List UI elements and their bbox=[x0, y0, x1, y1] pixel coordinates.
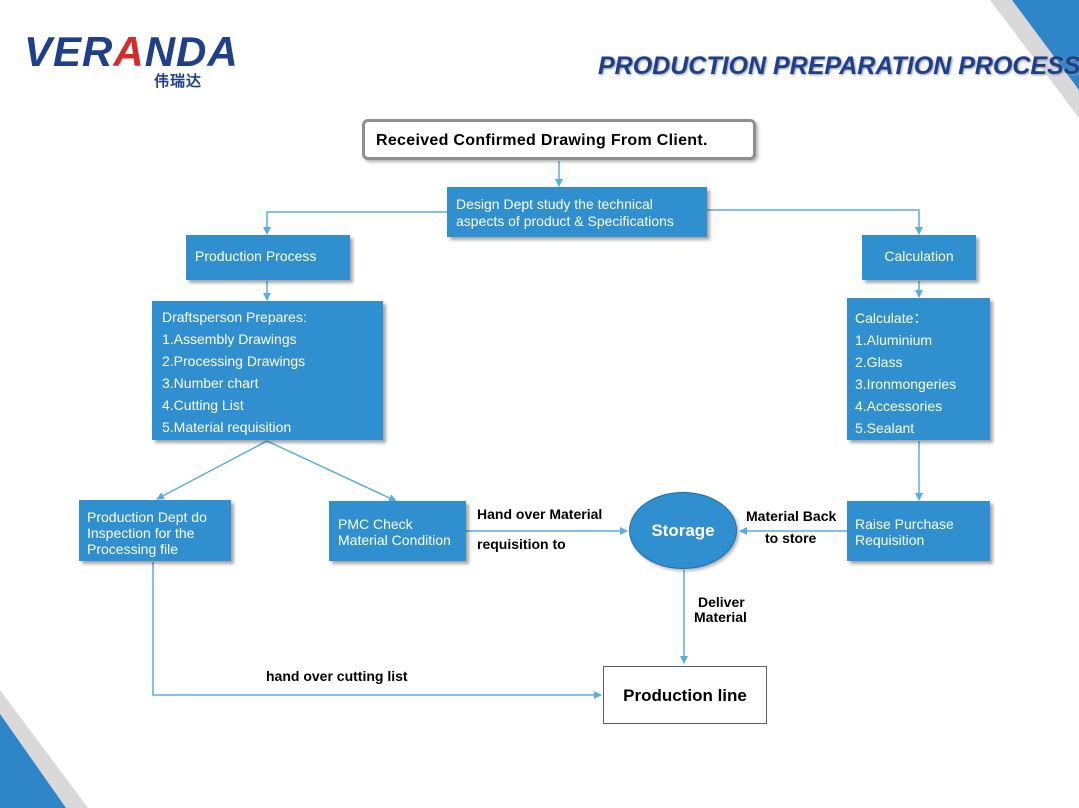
arrow-draftsperson-to-pmc bbox=[266, 440, 397, 502]
edge-label-material-back: Material Back bbox=[746, 508, 837, 524]
edge-label-requisition-to: requisition to bbox=[477, 536, 566, 552]
arrow-design-to-production-process bbox=[263, 211, 447, 235]
node-draftsperson-prepares: Draftsperson Prepares: 1.Assembly Drawin… bbox=[152, 301, 383, 440]
edge-label-deliver: Deliver bbox=[698, 594, 745, 610]
arrow-draftsperson-to-production-dept bbox=[156, 440, 268, 500]
arrow-design-to-calculation bbox=[707, 209, 923, 235]
page-title: PRODUCTION PREPARATION PROCESS bbox=[598, 52, 1079, 80]
node-pmc-check: PMC Check Material Condition bbox=[329, 501, 466, 561]
node-raise-purchase: Raise Purchase Requisition bbox=[847, 501, 990, 561]
bottom-left-stripe-blue bbox=[0, 714, 66, 808]
top-right-stripe-blue bbox=[1012, 0, 1079, 90]
node-received-drawing: Received Confirmed Drawing From Client. bbox=[362, 119, 756, 160]
node-calculation: Calculation bbox=[862, 235, 976, 280]
edge-label-hand-over-material: Hand over Material bbox=[477, 506, 603, 522]
brand-logo: VERANDA bbox=[24, 28, 239, 75]
edge-label-material: Material bbox=[694, 609, 747, 625]
brand-logo-subtitle: 伟瑞达 bbox=[154, 72, 203, 90]
edge-label-to-store: to store bbox=[765, 530, 817, 546]
node-design-dept: Design Dept study the technical aspects … bbox=[447, 187, 707, 237]
edge-label-hand-over-cutting-list: hand over cutting list bbox=[266, 668, 408, 684]
arrow-production-dept-to-production-line bbox=[152, 562, 602, 699]
node-production-line: Production line bbox=[603, 666, 767, 724]
node-production-dept: Production Dept do Inspection for the Pr… bbox=[79, 500, 231, 561]
node-storage: Storage bbox=[629, 492, 737, 569]
node-calculate: Calculate： 1.Aluminium 2.Glass 3.Ironmon… bbox=[847, 298, 990, 440]
node-production-process: Production Process bbox=[186, 235, 350, 280]
